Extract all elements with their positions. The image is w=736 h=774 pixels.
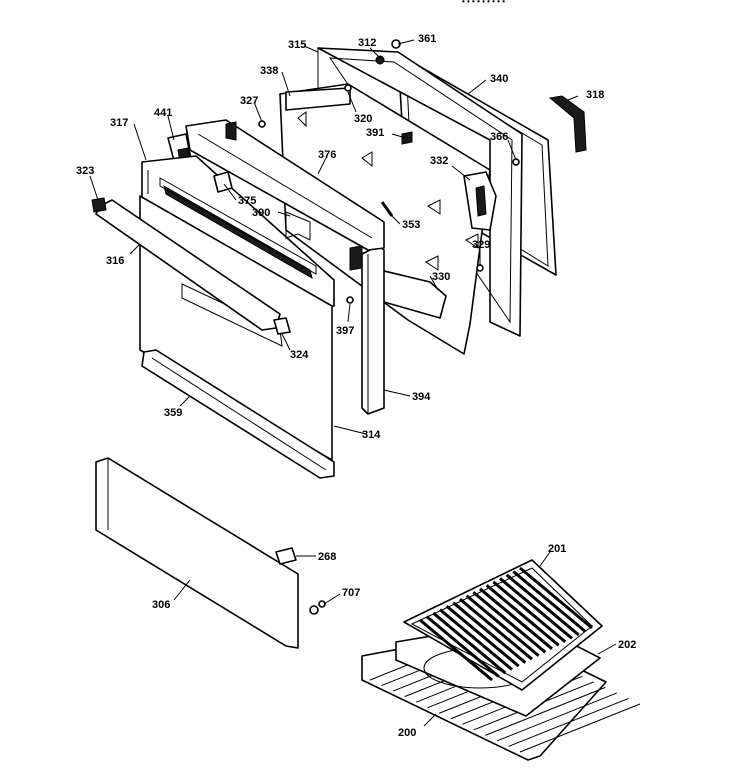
callout-391: 391 [366, 127, 384, 139]
callout-315: 315 [288, 39, 306, 51]
grid-slot [445, 604, 520, 668]
rack-wire [496, 692, 618, 742]
callout-332: 332 [430, 155, 448, 167]
callout-306: 306 [152, 599, 170, 611]
callout-376: 376 [318, 149, 336, 161]
grid-slot [439, 608, 513, 671]
part-268-clip [275, 547, 297, 565]
callout-707: 707 [342, 587, 360, 599]
callout-441: 441 [154, 107, 172, 119]
grid-slot [485, 584, 560, 647]
callout-330: 330 [432, 271, 450, 283]
part-201-broiler-grid [403, 559, 603, 691]
grid-slot [459, 598, 533, 661]
grid-slot [492, 580, 567, 644]
callout-labels: 315 312 361 338 340 318 327 320 441 317 … [76, 33, 636, 739]
callout-359: 359 [164, 407, 182, 419]
callout-316: 316 [106, 255, 124, 267]
callout-200: 200 [398, 727, 416, 739]
callout-318: 318 [586, 89, 604, 101]
callout-327: 327 [240, 95, 258, 107]
part-707-roller [309, 600, 326, 615]
part-394-side-trim [361, 245, 385, 415]
callout-202: 202 [618, 639, 636, 651]
callout-394: 394 [412, 391, 431, 403]
grid-slots [419, 566, 593, 682]
grid-slot [419, 618, 493, 682]
rack-wire [508, 697, 629, 747]
part-332-hinge-bracket [463, 171, 497, 231]
callout-268: 268 [318, 551, 336, 563]
callout-329: 329 [472, 239, 490, 251]
grid-slot [465, 594, 540, 657]
grid-slot [505, 573, 580, 637]
callout-201: 201 [548, 543, 566, 555]
part-small-hardware [213, 39, 520, 304]
callout-375: 375 [238, 195, 256, 207]
callout-324: 324 [290, 349, 309, 361]
callout-323: 323 [76, 165, 94, 177]
callout-390: 390 [252, 207, 270, 219]
grid-slot [452, 601, 527, 664]
callout-361: 361 [418, 33, 436, 45]
header-fragment: • • • • • • • • • [462, 0, 505, 6]
callout-317: 317 [110, 117, 128, 129]
part-318-seal-strip [548, 95, 587, 153]
part-323-handle-end-cap [91, 197, 107, 213]
grid-slot [425, 615, 500, 678]
callout-366: 366 [490, 131, 508, 143]
grid-slot [479, 587, 553, 650]
grid-slot [499, 577, 573, 640]
callout-312: 312 [358, 37, 376, 49]
part-306-drawer-panel [95, 457, 299, 649]
callout-353: 353 [402, 219, 420, 231]
callout-320: 320 [354, 113, 372, 125]
callout-338: 338 [260, 65, 278, 77]
rack-wire [485, 686, 606, 736]
callout-397: 397 [336, 325, 354, 337]
callout-314: 314 [362, 429, 381, 441]
grid-slot [432, 611, 507, 675]
part-338-inner-panel [279, 83, 491, 355]
grid-slot [512, 570, 587, 633]
part-324-handle-end-cap [273, 317, 291, 335]
grid-slot [519, 566, 593, 630]
rack-wire [519, 703, 641, 753]
leader-lines [89, 39, 617, 727]
callout-340: 340 [490, 73, 508, 85]
part-359-bottom-trim [141, 349, 335, 479]
grid-slot [472, 591, 547, 654]
